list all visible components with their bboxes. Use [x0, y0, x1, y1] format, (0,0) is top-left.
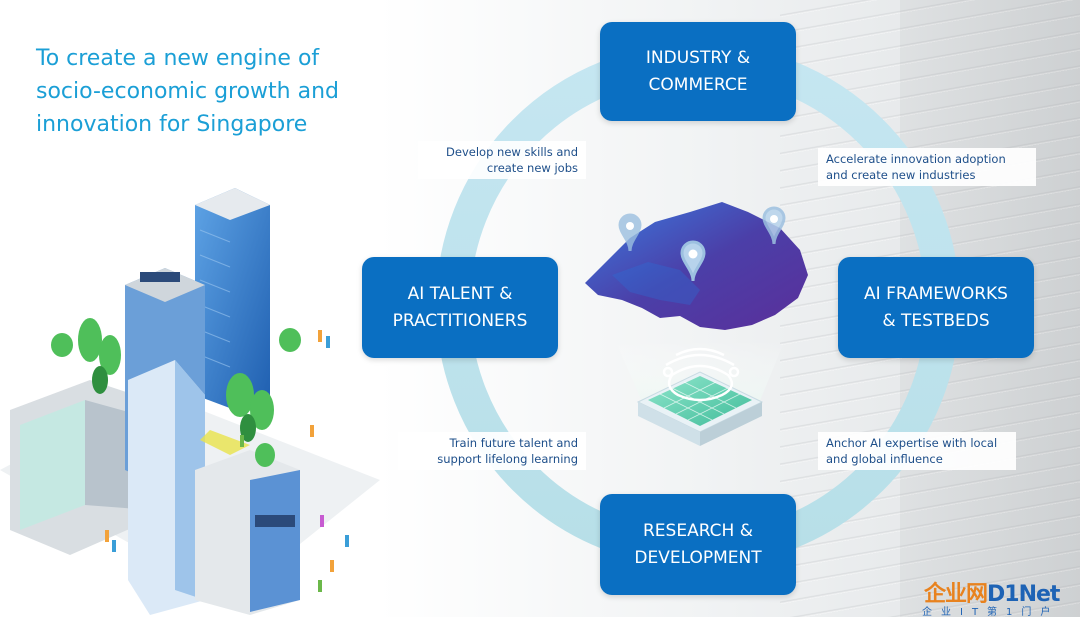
note-skills-line-2: create new jobs	[486, 161, 578, 175]
pillar-research-development: RESEARCH & DEVELOPMENT	[600, 494, 796, 595]
headline-line-1: To create a new engine of	[36, 46, 320, 71]
note-innovation-line-2: and create new industries	[826, 168, 976, 182]
watermark-brand: 企业网D1Net	[924, 576, 1060, 608]
watermark-brand-en: D1Net	[987, 582, 1060, 607]
pillar-talent-line-1: AI TALENT &	[407, 283, 513, 304]
map-pin-icon	[618, 206, 786, 282]
pillar-research-line-1: RESEARCH &	[643, 520, 753, 541]
pillar-industry-line-1: INDUSTRY &	[645, 47, 751, 68]
note-talent-line-1: Train future talent and	[449, 436, 578, 450]
note-expertise-line-2: and global influence	[826, 452, 943, 466]
watermark-logo: 企业网D1Net 企业IT第1门户	[918, 574, 1080, 617]
note-future-talent: Train future talent and support lifelong…	[398, 432, 586, 470]
watermark-tagline: 企业IT第1门户	[922, 607, 1060, 617]
headline: To create a new engine of socio-economic…	[36, 42, 366, 141]
headline-line-2: socio-economic growth and	[36, 79, 339, 104]
headline-line-3: innovation for Singapore	[36, 112, 308, 137]
ai-chip-icon	[636, 347, 764, 446]
city-illustration	[0, 188, 380, 615]
note-innovation-line-1: Accelerate innovation adoption	[826, 152, 1006, 166]
pillar-ai-frameworks: AI FRAMEWORKS & TESTBEDS	[838, 257, 1034, 358]
pillar-industry-line-2: COMMERCE	[648, 74, 748, 95]
note-expertise-line-1: Anchor AI expertise with local	[826, 436, 998, 450]
note-skills-jobs: Develop new skills and create new jobs	[418, 141, 586, 179]
pillar-frameworks-line-1: AI FRAMEWORKS	[864, 283, 1008, 304]
note-talent-line-2: support lifelong learning	[437, 452, 578, 466]
pillar-talent-line-2: PRACTITIONERS	[392, 310, 528, 331]
watermark-brand-cn: 企业网	[924, 582, 988, 607]
note-skills-line-1: Develop new skills and	[446, 145, 578, 159]
note-ai-expertise: Anchor AI expertise with local and globa…	[818, 432, 1016, 470]
pillar-research-line-2: DEVELOPMENT	[634, 547, 762, 568]
note-innovation-adoption: Accelerate innovation adoption and creat…	[818, 148, 1036, 186]
pillar-frameworks-line-2: & TESTBEDS	[882, 310, 990, 331]
pillar-industry-commerce: INDUSTRY & COMMERCE	[600, 22, 796, 121]
pillar-ai-talent: AI TALENT & PRACTITIONERS	[362, 257, 558, 358]
